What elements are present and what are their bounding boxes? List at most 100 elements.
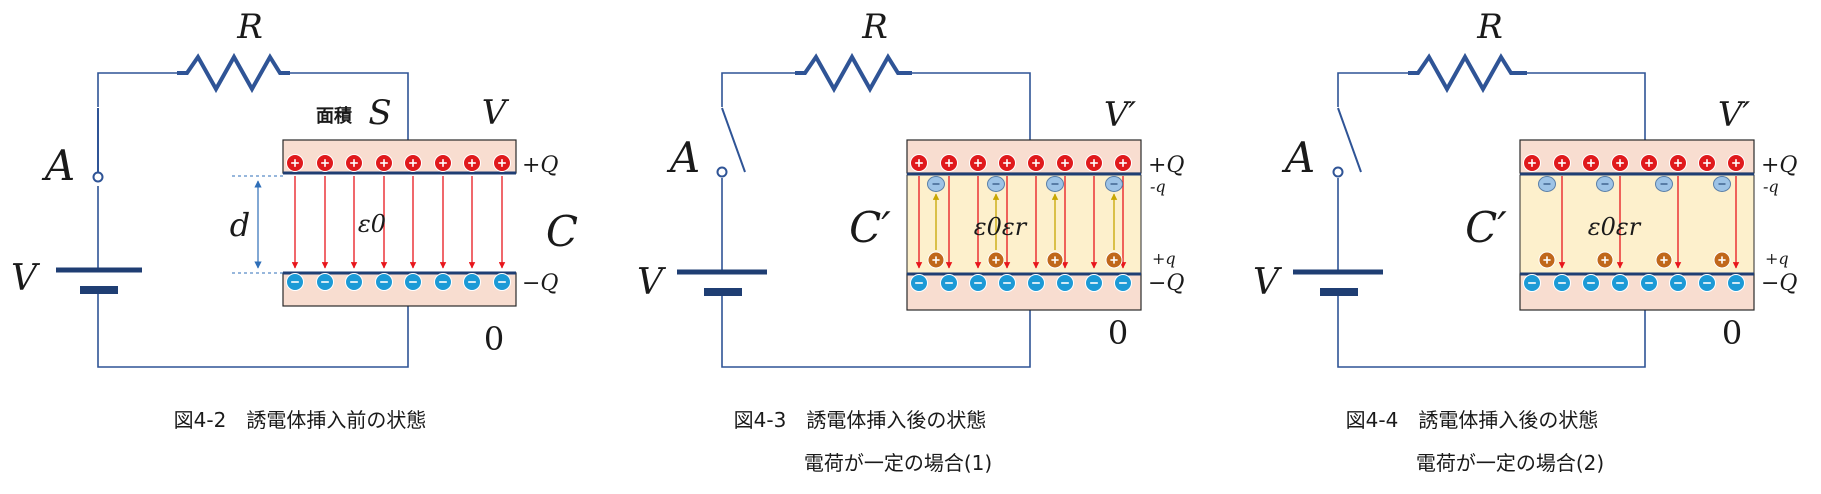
bottom-charge-label: −Q (522, 271, 558, 296)
negative-charge (463, 273, 481, 291)
positive-charge (1582, 154, 1600, 172)
switch-contact (92, 171, 104, 183)
top-voltage-label: V′ (1104, 95, 1137, 135)
induced-negative-charge (987, 176, 1005, 192)
negative-charge (910, 274, 928, 292)
negative-charge (493, 273, 511, 291)
caption-line-2: 電荷が一定の場合(2) (1416, 451, 1604, 475)
positive-charge (493, 154, 511, 172)
switch-label: A (666, 133, 700, 182)
induced-positive-charge (1046, 251, 1064, 269)
negative-charge (1611, 274, 1629, 292)
top-charge-label: +Q (1148, 153, 1184, 178)
permittivity-label: ε0εr (1588, 213, 1642, 241)
resistor (795, 52, 912, 94)
induced-negative-charge (1105, 176, 1123, 192)
positive-charge (1114, 154, 1132, 172)
positive-charge (910, 154, 928, 172)
induced-charges (927, 176, 1123, 269)
bottom-charge-label: −Q (1148, 271, 1184, 296)
circuit-wire (97, 290, 409, 368)
battery-label: V (637, 262, 667, 303)
bottom-charge-label: −Q (1761, 271, 1797, 296)
induced-top-label: -q (1763, 177, 1779, 196)
area-label: 面積 (316, 105, 353, 127)
induced-bottom-label: +q (1152, 249, 1176, 268)
switch-blade (721, 107, 746, 173)
field-arrows (291, 176, 506, 269)
positive-charge (286, 154, 304, 172)
resistor-label: R (1476, 7, 1503, 47)
induced-negative-charge (927, 176, 945, 192)
induced-positive-charge (1655, 251, 1673, 269)
circuit-wire (1337, 72, 1408, 107)
switch-label: A (41, 141, 75, 190)
positive-charge (1669, 154, 1687, 172)
bottom-voltage-label: 0 (1108, 314, 1128, 352)
resistor-label: R (861, 7, 888, 47)
plate-charges (1523, 154, 1745, 292)
bottom-voltage-label: 0 (484, 320, 504, 358)
positive-charge (998, 154, 1016, 172)
plate-charges (910, 154, 1132, 292)
induced-bottom-label: +q (1765, 249, 1789, 268)
induced-negative-charge (1596, 176, 1614, 192)
circuit-wire (97, 72, 177, 107)
top-charge-label: +Q (1761, 153, 1797, 178)
switch-contact (716, 166, 728, 178)
dielectric-slab (906, 174, 1142, 274)
positive-charge (375, 154, 393, 172)
positive-charge (1611, 154, 1629, 172)
negative-charge (1523, 274, 1541, 292)
positive-charge (316, 154, 334, 172)
negative-charge (1669, 274, 1687, 292)
resistor-label: R (236, 7, 263, 47)
negative-charge (375, 273, 393, 291)
induced-negative-charge (1713, 176, 1731, 192)
caption-line-1: 図4-4 誘電体挿入後の状態 (1346, 408, 1599, 432)
top-voltage-label: V (482, 93, 510, 133)
field-arrows (915, 176, 1127, 269)
circuit-wire (1527, 72, 1646, 140)
induced-negative-charge (1655, 176, 1673, 192)
induced-positive-charge (1596, 251, 1614, 269)
negative-charge (1727, 274, 1745, 292)
negative-charge (998, 274, 1016, 292)
circuit-wire (721, 292, 1031, 368)
negative-charge (1114, 274, 1132, 292)
positive-charge (463, 154, 481, 172)
negative-charge (1056, 274, 1074, 292)
capacitance-label: C′ (849, 203, 891, 252)
switch-label: A (1281, 133, 1315, 182)
permittivity-label: ε0εr (974, 213, 1028, 241)
diagram-after-dielectric-1: R A V V′ 0 ε0εr C′ +Q -q +q −Q 図4-3 誘電体挿… (637, 7, 1184, 475)
circuit-wire (1337, 292, 1646, 368)
negative-charge (404, 273, 422, 291)
resistor (177, 52, 290, 94)
switch-contact (1332, 166, 1344, 178)
caption-line-1: 図4-3 誘電体挿入後の状態 (734, 408, 987, 432)
caption-line-1: 図4-2 誘電体挿入前の状態 (174, 408, 427, 432)
induced-positive-charge (1538, 251, 1556, 269)
positive-charge (940, 154, 958, 172)
diagram-after-dielectric-2: R A V V′ 0 ε0εr C′ +Q -q +q −Q 図4-4 誘電体挿… (1253, 7, 1797, 475)
positive-charge (1640, 154, 1658, 172)
resistor (1408, 52, 1527, 94)
induced-positive-charge (1713, 251, 1731, 269)
capacitance-label: C (546, 207, 578, 256)
negative-charge (316, 273, 334, 291)
negative-charge (434, 273, 452, 291)
induced-negative-charge (1046, 176, 1064, 192)
induced-positive-charge (927, 251, 945, 269)
negative-charge (940, 274, 958, 292)
top-charge-label: +Q (522, 153, 558, 178)
positive-charge (1698, 154, 1716, 172)
permittivity-label: ε0 (358, 210, 386, 238)
circuit-wire (290, 72, 409, 140)
battery-label: V (11, 258, 41, 299)
positive-charge (1523, 154, 1541, 172)
positive-charge (434, 154, 452, 172)
positive-charge (404, 154, 422, 172)
induced-charges (1538, 176, 1731, 269)
circuit-wire (721, 72, 795, 107)
